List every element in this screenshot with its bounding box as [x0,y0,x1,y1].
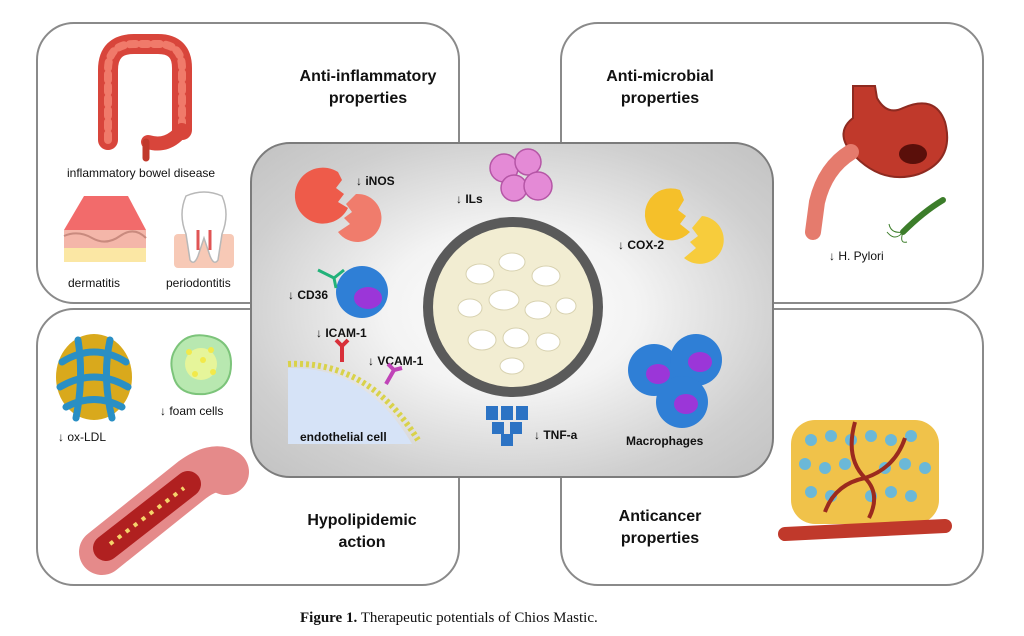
dermatitis-label: dermatitis [68,276,121,290]
skin-illustration [63,196,147,262]
caption-text: Therapeutic potentials of Chios Mastic. [360,610,598,626]
colon-illustration [98,34,192,162]
cox2-label: ↓ COX-2 [618,238,665,252]
ils-label: ↓ ILs [456,192,483,206]
foam-cells-label: ↓ foam cells [160,404,224,418]
inos-enzyme-icon [294,167,382,242]
artery-illustration [79,446,249,575]
anti-microbial-title: Anti-microbial properties [606,68,714,107]
tooth-illustration [174,191,234,268]
inos-label: ↓ iNOS [356,174,395,188]
ibd-label: inflammatory bowel disease [67,166,216,180]
endothelial-cell-icon [287,338,421,444]
tnf-alpha-icon [486,406,528,446]
cd36-cell-icon [317,266,388,318]
ils-cells-icon [489,148,553,202]
cd36-label: ↓ CD36 [288,288,329,302]
endothelial-cell-label: endothelial cell [300,430,387,444]
tnf-alpha-label: ↓ TNF-a [534,428,578,442]
mastic-bowl [423,217,603,397]
hypolipidemic-title: Hypolipidemic action [307,512,417,551]
cox2-enzyme-icon [644,188,724,264]
caption-label: Figure 1. [300,610,358,626]
ox-ldl-illustration [56,334,132,422]
periodontitis-label: periodontitis [166,276,231,290]
vcam-label: ↓ VCAM-1 [368,354,424,368]
tumor-illustration [778,420,952,541]
anti-inflammatory-title: Anti-inflammatory properties [299,68,437,107]
ox-ldl-label: ↓ ox-LDL [58,430,107,444]
macrophages-label: Macrophages [626,434,704,448]
stomach-illustration [805,85,949,243]
foam-cell-illustration [170,334,233,396]
anticancer-title: Anticancer properties [618,508,702,547]
icam-label: ↓ ICAM-1 [316,326,367,340]
figure-caption: Figure 1. Therapeutic potentials of Chio… [300,610,598,627]
h-pylori-label: ↓ H. Pylori [829,249,884,263]
macrophages-icon [628,334,722,428]
